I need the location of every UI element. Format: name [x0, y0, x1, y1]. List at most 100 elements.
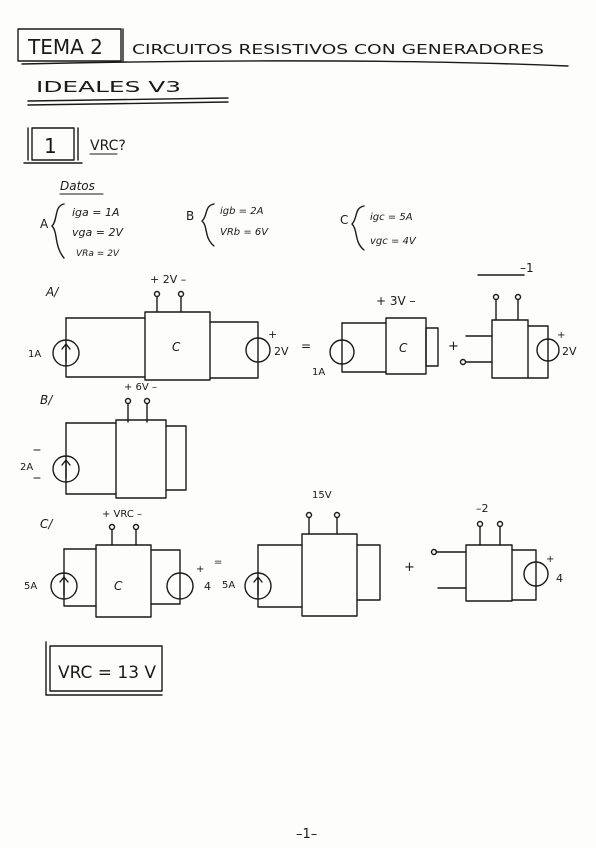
- voltage-source-c-plus: +: [196, 564, 204, 575]
- problem-number-box: [31, 127, 75, 161]
- terminal-ra1-dot: [492, 293, 500, 301]
- terminal-c2-dot: [132, 523, 140, 531]
- header: TEMA 2 CIRCUITOS RESISTIVOS CON GENERADO…: [17, 28, 569, 106]
- current-source-c-label: 5A: [24, 581, 37, 592]
- title-line-1: CIRCUITOS RESISTIVOS CON GENERADORES: [132, 42, 544, 58]
- terminal-b1-dot: [124, 397, 132, 405]
- right-c-voltage: –2: [476, 502, 489, 515]
- current-source-a: [52, 339, 80, 367]
- circuit-a-top-voltage: + 2V –: [150, 273, 186, 286]
- case-b-letter: B: [186, 209, 194, 223]
- title-underline: [21, 60, 569, 67]
- circuit-a-label: A/: [45, 285, 60, 299]
- mid-c-arrow-head: [253, 576, 263, 583]
- case-c-letter: C: [340, 213, 348, 227]
- right-a-voltage: –1: [520, 261, 534, 275]
- circuit-c-top-voltage: + VRC –: [102, 509, 142, 520]
- right-c-wire: [511, 549, 537, 601]
- case-a-line2: vga = 2V: [72, 226, 124, 239]
- terminal-c1-dot: [108, 523, 116, 531]
- voltage-source-c: [166, 572, 194, 600]
- wire-b-right: [165, 425, 187, 491]
- voltage-source-c-label: 4: [204, 580, 211, 593]
- datos-label: Datos: [60, 179, 95, 193]
- current-source-b: [52, 455, 80, 483]
- mid-c-source-label: 5A: [222, 580, 235, 591]
- mid-a-source-label: 1A: [312, 367, 325, 378]
- right-c-source-label: 4: [556, 572, 563, 585]
- voltage-source-a: [245, 337, 271, 363]
- circuit-a: A/ + 2V – C 1A + 2V = + 3V – C 1A +: [28, 261, 577, 381]
- wire-c-left: [63, 548, 97, 607]
- tema-label: TEMA 2: [27, 35, 103, 59]
- current-arrow-head-c: [59, 576, 69, 583]
- case-c-line1: igc = 5A: [370, 212, 413, 223]
- tema-box: [17, 28, 122, 62]
- mid-a-voltage: + 3V –: [376, 294, 416, 308]
- title2-underline-b: [27, 101, 229, 106]
- current-source-c: [50, 572, 78, 600]
- current-source-b-label: 2A: [20, 462, 33, 473]
- problem-question: VRC?: [90, 138, 126, 154]
- right-a-source-label: 2V: [562, 345, 577, 358]
- circuit-c: C/ + VRC – C 5A + 4 = 15V 5A + –2: [24, 490, 563, 618]
- circuit-c-box-label: C: [114, 579, 123, 593]
- mid-c-wire-left: [257, 544, 303, 608]
- problem-heading: 1 VRC?: [23, 127, 126, 164]
- page-number: –1–: [296, 827, 317, 842]
- case-a-line3: VRa = 2V: [76, 249, 120, 259]
- title2-underline-a: [27, 97, 229, 102]
- result-box: VRC = 13 V: [45, 641, 163, 696]
- terminal-ra2-dot: [514, 293, 522, 301]
- case-b-brace: [201, 203, 215, 247]
- circuit-b-box: [115, 419, 167, 499]
- mid-c-box: [301, 533, 358, 617]
- right-c-source: [523, 561, 549, 587]
- wire-c-right: [150, 549, 181, 605]
- right-a-plus: +: [557, 330, 565, 341]
- mid-c-wire-right: [356, 544, 381, 601]
- current-source-a-label: 1A: [28, 349, 41, 360]
- right-c-plus: +: [546, 554, 554, 565]
- right-a-box: [491, 319, 529, 379]
- circuit-c-box: [95, 544, 152, 618]
- equals-c: =: [214, 557, 222, 568]
- mid-c-voltage: 15V: [312, 490, 332, 501]
- current-arrow-head-a: [61, 343, 71, 350]
- mid-a-open-right: [425, 327, 439, 367]
- case-c-brace: [351, 205, 365, 251]
- case-a-brace: [51, 203, 65, 259]
- circuit-b-label: B/: [40, 393, 54, 407]
- right-a-terminal-dot: [459, 358, 467, 366]
- terminal-b2-dot: [143, 397, 151, 405]
- right-c-terminal-dot: [430, 548, 438, 556]
- case-c-line2: vgc = 4V: [370, 236, 417, 247]
- mid-a-box-label: C: [399, 341, 408, 355]
- circuit-b-top-voltage: + 6V –: [124, 382, 157, 393]
- right-a-source: [536, 338, 560, 362]
- title-line-2: IDEALES V3: [36, 78, 181, 96]
- mid-c-source: [244, 572, 272, 600]
- mid-a-source: [329, 339, 355, 365]
- terminal-rc1-dot: [476, 520, 484, 528]
- case-a-line1: iga = 1A: [72, 206, 120, 219]
- terminal-a2-dot: [177, 290, 185, 298]
- circuit-a-box: [144, 311, 211, 381]
- right-c-box: [465, 544, 513, 602]
- datos-section: Datos A iga = 1A vga = 2V VRa = 2V B igb…: [40, 179, 417, 259]
- circuit-b: B/ + 6V – 2A: [20, 382, 187, 499]
- mid-a-wire-left: [341, 322, 387, 373]
- right-a-wire: [527, 325, 549, 379]
- circuit-a-box-label: C: [172, 340, 181, 354]
- wire-b-left: [65, 422, 117, 495]
- case-a-letter: A: [40, 217, 49, 231]
- circuit-c-label: C/: [40, 517, 54, 531]
- case-b-line2: VRb = 6V: [220, 227, 269, 238]
- result-box-frame: [49, 645, 163, 692]
- terminal-rc2-dot: [496, 520, 504, 528]
- terminal-a1-dot: [153, 290, 161, 298]
- equals-a: =: [301, 339, 311, 353]
- terminal-mc2-dot: [333, 511, 341, 519]
